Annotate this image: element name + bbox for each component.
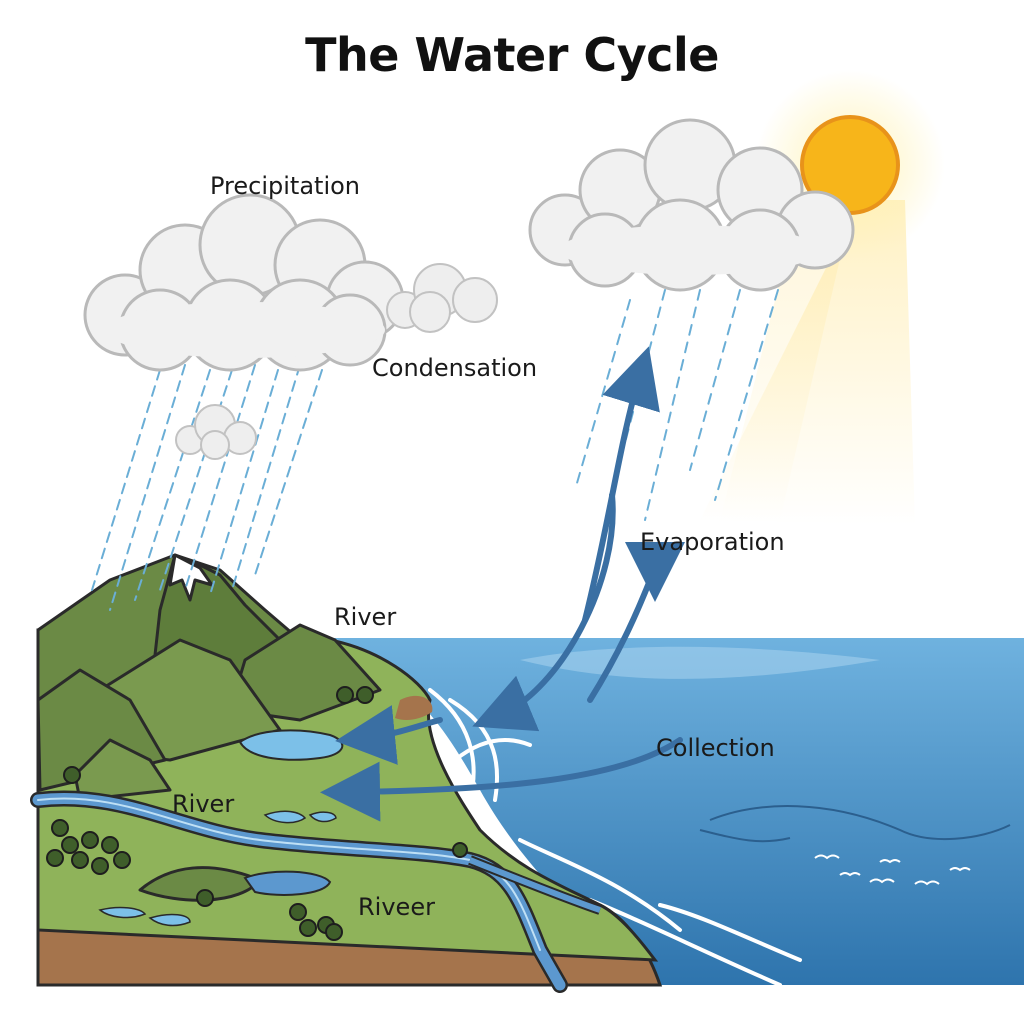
sea-wave — [699, 829, 791, 843]
seagulls — [814, 854, 971, 886]
diagram-title: The Water Cycle — [305, 28, 719, 82]
collection-arrow — [320, 737, 683, 822]
snow-cap — [168, 553, 214, 602]
lake — [243, 870, 332, 896]
label-evaporation: Evaporation — [640, 528, 785, 556]
runoff-arrow — [472, 492, 616, 732]
tree — [299, 919, 317, 937]
tree — [325, 923, 343, 941]
tree — [46, 849, 64, 867]
pond — [263, 810, 307, 824]
sunbeam — [720, 200, 850, 520]
cloud-mini — [175, 404, 257, 460]
sun-group — [700, 70, 945, 525]
label-river-top: River — [334, 603, 397, 631]
label-collection: Collection — [656, 734, 775, 762]
label-condensation: Condensation — [372, 354, 538, 382]
arrows — [320, 346, 685, 822]
cloud-condensation — [528, 118, 855, 292]
shore-sand — [395, 695, 433, 720]
pond — [148, 913, 191, 927]
condensation-arrow — [582, 346, 660, 623]
tree — [91, 857, 109, 875]
tree — [71, 851, 89, 869]
tree — [452, 842, 468, 858]
sea-wave — [709, 805, 1011, 840]
label-river-low: Riveer — [358, 893, 435, 921]
cloud-small — [386, 263, 498, 333]
cloud-precipitation — [83, 193, 405, 372]
rivers — [30, 729, 602, 993]
tree — [63, 766, 81, 784]
river-arrow — [335, 705, 443, 765]
tree — [61, 836, 79, 854]
tree — [336, 686, 354, 704]
evaporation-arrow — [587, 541, 685, 703]
tree — [81, 831, 99, 849]
label-river-mid: River — [172, 790, 235, 818]
river-branch — [468, 857, 601, 913]
tree — [356, 686, 374, 704]
pond — [98, 906, 147, 919]
trees — [46, 686, 468, 941]
tree — [101, 836, 119, 854]
tree — [196, 889, 214, 907]
river — [37, 797, 541, 951]
label-precipitation: Precipitation — [210, 172, 361, 200]
tree — [113, 851, 131, 869]
tree — [51, 819, 69, 837]
tree — [289, 903, 307, 921]
